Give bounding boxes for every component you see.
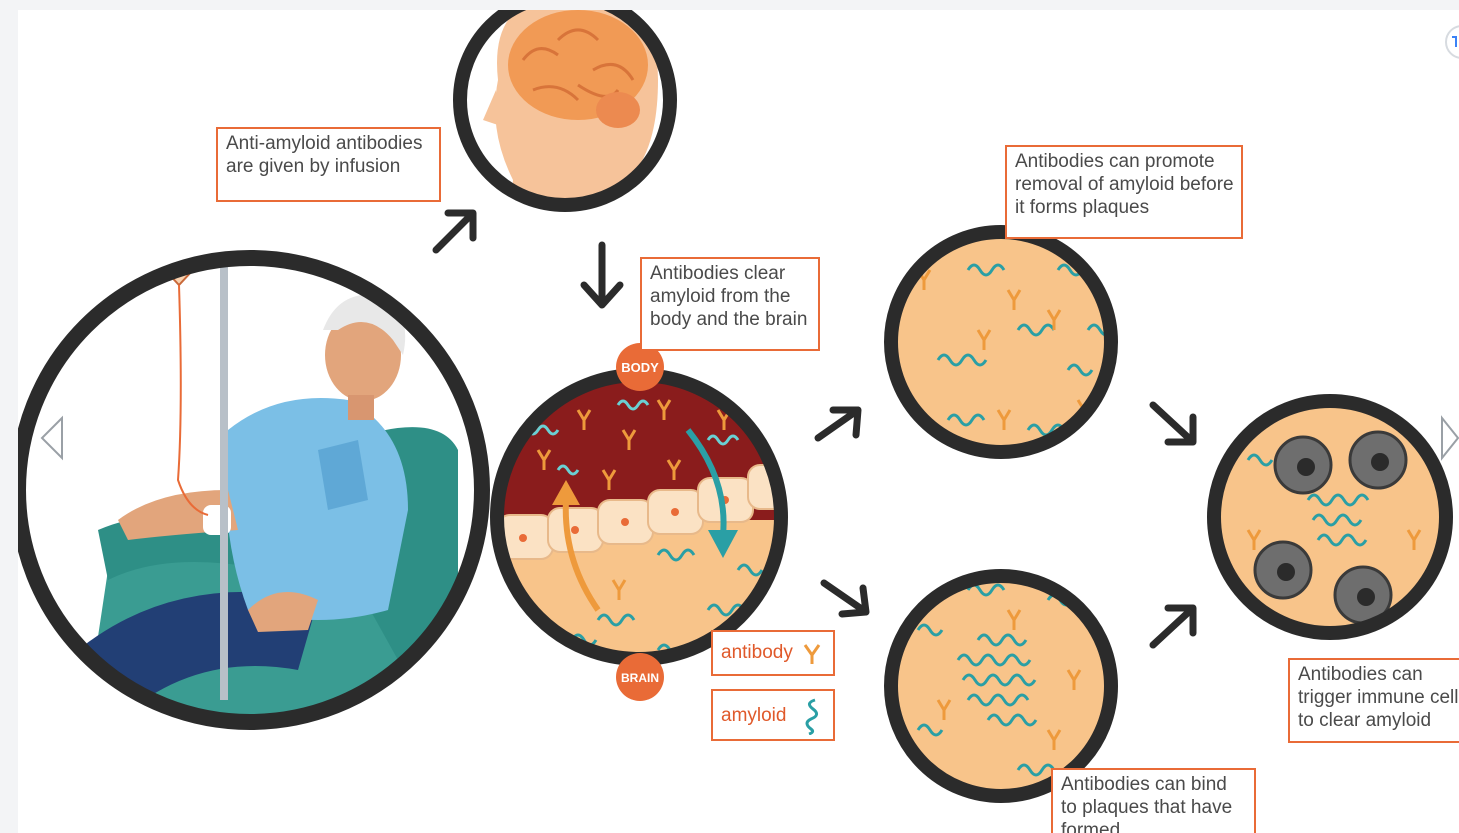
arrow-bottom-to-immune: [1153, 608, 1193, 645]
blood-brain-barrier-illustration: [488, 370, 803, 670]
legend-antibody: antibody: [711, 630, 835, 676]
legend-amyloid: amyloid: [711, 689, 835, 741]
arrow-barrier-to-bottom: [824, 583, 866, 614]
prev-slide-button[interactable]: [34, 410, 70, 466]
brain-badge: BRAIN: [616, 653, 664, 701]
soluble-amyloid-illustration: [891, 232, 1112, 452]
arrow-brain-to-barrier: [584, 245, 620, 305]
arrow-top-to-immune: [1153, 405, 1193, 442]
expand-button[interactable]: [1442, 24, 1459, 60]
diagram-panel: BODY BRAIN Anti-amyloid antibodies are g…: [18, 10, 1459, 833]
caption-infusion: Anti-amyloid antibodies are given by inf…: [216, 127, 441, 202]
patient-infusion-illustration: [18, 200, 482, 770]
immune-cells-illustration: [1214, 401, 1446, 633]
legend-antibody-label: antibody: [721, 642, 793, 663]
antibody-icon: [803, 643, 821, 665]
legend-amyloid-label: amyloid: [721, 705, 786, 726]
body-badge-label: BODY: [621, 360, 659, 375]
caption-clear: Antibodies clear amyloid from the body a…: [640, 257, 820, 351]
caption-bind: Antibodies can bind to plaques that have…: [1051, 768, 1256, 833]
chevron-right-icon: [1436, 410, 1459, 466]
caption-promote: Antibodies can promote removal of amyloi…: [1005, 145, 1243, 239]
amyloid-plaque-illustration: [891, 576, 1111, 796]
chevron-left-icon: [34, 410, 70, 466]
arrow-barrier-to-top: [818, 410, 858, 438]
next-slide-button[interactable]: [1436, 410, 1459, 466]
brain-badge-label: BRAIN: [621, 671, 659, 685]
expand-icon: [1442, 24, 1459, 60]
arrow-patient-to-brain: [436, 213, 473, 250]
caption-immune: Antibodies can trigger immune cells to c…: [1288, 658, 1459, 743]
brain-head-illustration: [460, 10, 670, 240]
amyloid-icon: [801, 697, 823, 735]
